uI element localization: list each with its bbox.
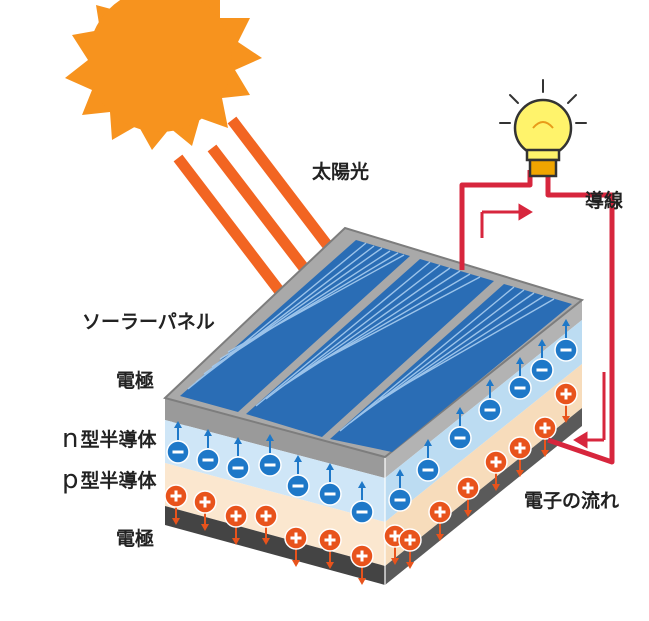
n-type-text: 型半導体 <box>80 429 157 451</box>
plus-circle-icon <box>428 500 452 541</box>
minus-circle-icon <box>554 319 578 362</box>
plus-circle-icon <box>224 504 248 545</box>
panel-cell-3 <box>330 284 572 452</box>
light-bulb-icon <box>499 79 587 178</box>
solar-panel-label: ソーラーパネル <box>82 311 215 333</box>
minus-circle-icon <box>416 439 440 482</box>
minus-circle-icon <box>388 469 412 512</box>
minus-circle-icon <box>166 421 190 464</box>
wire <box>459 170 615 465</box>
minus-circle-icon <box>478 379 502 422</box>
plus-circle-icon <box>284 526 308 567</box>
electrode-top-label: 電極 <box>116 370 155 392</box>
plus-circle-icon <box>254 504 278 545</box>
electrode-top-layer-side <box>385 300 582 478</box>
electrode-bottom-layer-side <box>385 408 582 585</box>
plus-circle-icon <box>456 476 480 517</box>
plus-circle-icon <box>193 490 217 531</box>
plus-circle-icon <box>164 484 188 525</box>
minus-circle-icon <box>196 429 220 472</box>
minus-circle-icon <box>530 339 554 382</box>
minus-circle-icon <box>350 481 374 524</box>
holes <box>164 382 578 585</box>
electrons <box>166 319 578 524</box>
p-type-text: 型半導体 <box>80 470 157 492</box>
sunlight-label: 太陽光 <box>312 161 370 183</box>
electron-flow-arrows <box>480 203 606 449</box>
plus-circle-icon <box>484 450 508 491</box>
minus-circle-icon <box>448 407 472 450</box>
minus-circle-icon <box>508 357 532 400</box>
minus-circle-icon <box>286 455 310 498</box>
plus-circle-icon <box>533 416 557 457</box>
plus-circle-icon <box>350 544 374 585</box>
plus-circle-icon <box>554 382 578 423</box>
panel-cell-2 <box>246 259 494 437</box>
p-letter: p <box>62 465 79 495</box>
wire-label: 導線 <box>585 190 624 212</box>
plus-circle-icon <box>508 436 532 477</box>
electrode-bottom-label: 電極 <box>116 528 155 550</box>
sun-icon <box>65 0 262 150</box>
minus-circle-icon <box>226 437 250 480</box>
plus-circle-icon <box>318 528 342 569</box>
minus-circle-icon <box>318 463 342 506</box>
solar-panel <box>163 226 585 585</box>
electron-flow-label: 電子の流れ <box>524 490 620 512</box>
plus-circle-icon <box>398 528 422 569</box>
electrode-top-layer <box>165 398 385 478</box>
n-letter: n <box>62 424 79 454</box>
minus-circle-icon <box>258 434 282 477</box>
